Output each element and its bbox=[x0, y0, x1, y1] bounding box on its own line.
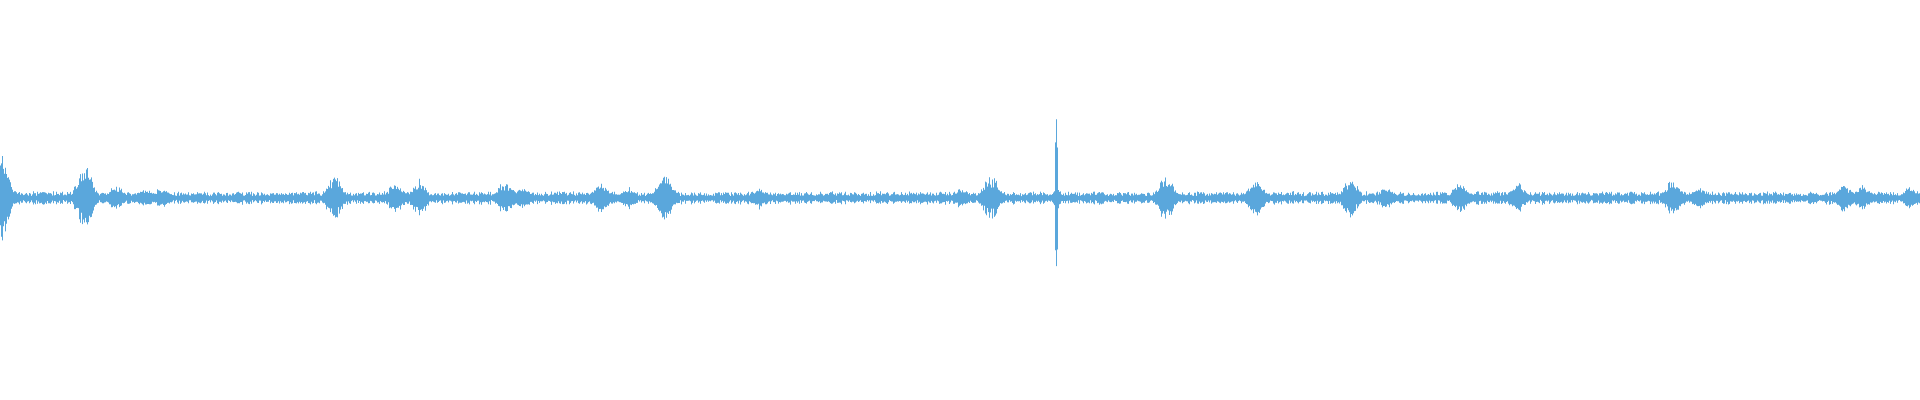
waveform-signal bbox=[0, 119, 1920, 267]
waveform-path bbox=[0, 119, 1920, 267]
